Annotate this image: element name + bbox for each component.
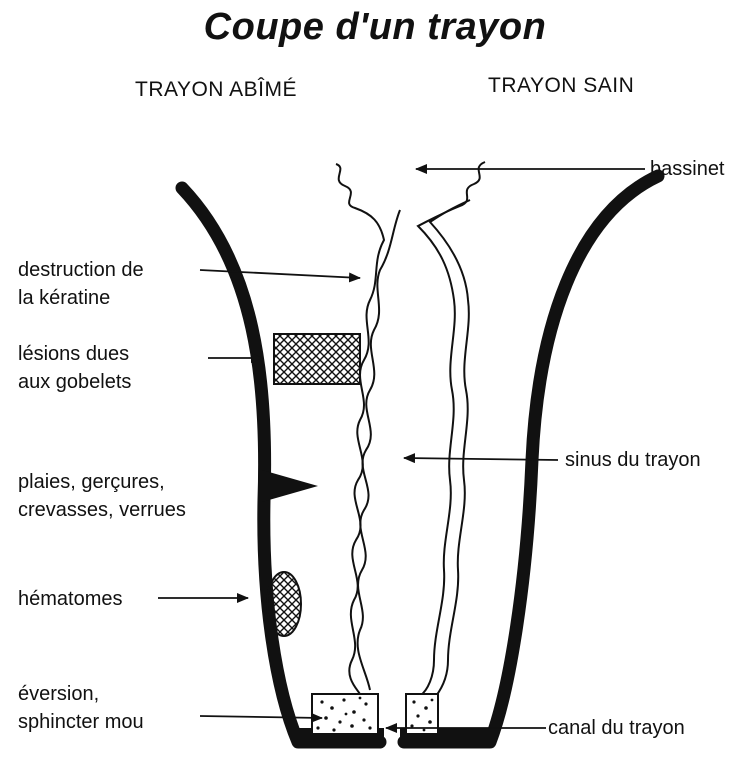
mucosa-left: [336, 164, 384, 694]
label-canal: canal du trayon: [548, 714, 685, 742]
wound-wedge: [262, 470, 318, 502]
mucosa-right: [418, 162, 485, 696]
mucosa-left-inner: [358, 210, 400, 690]
label-plaies: plaies, gerçures,crevasses, verrues: [18, 468, 186, 524]
label-eversion: éversion,sphincter mou: [18, 680, 144, 736]
label-hematomes: hématomes: [18, 585, 123, 613]
hematoma-mark: [267, 572, 301, 636]
arrow-eversion: [200, 716, 322, 718]
label-bassinet: bassinet: [650, 155, 725, 183]
lesion-band: [274, 334, 360, 384]
label-sinus: sinus du trayon: [565, 446, 701, 474]
arrow-destruction: [200, 270, 360, 278]
